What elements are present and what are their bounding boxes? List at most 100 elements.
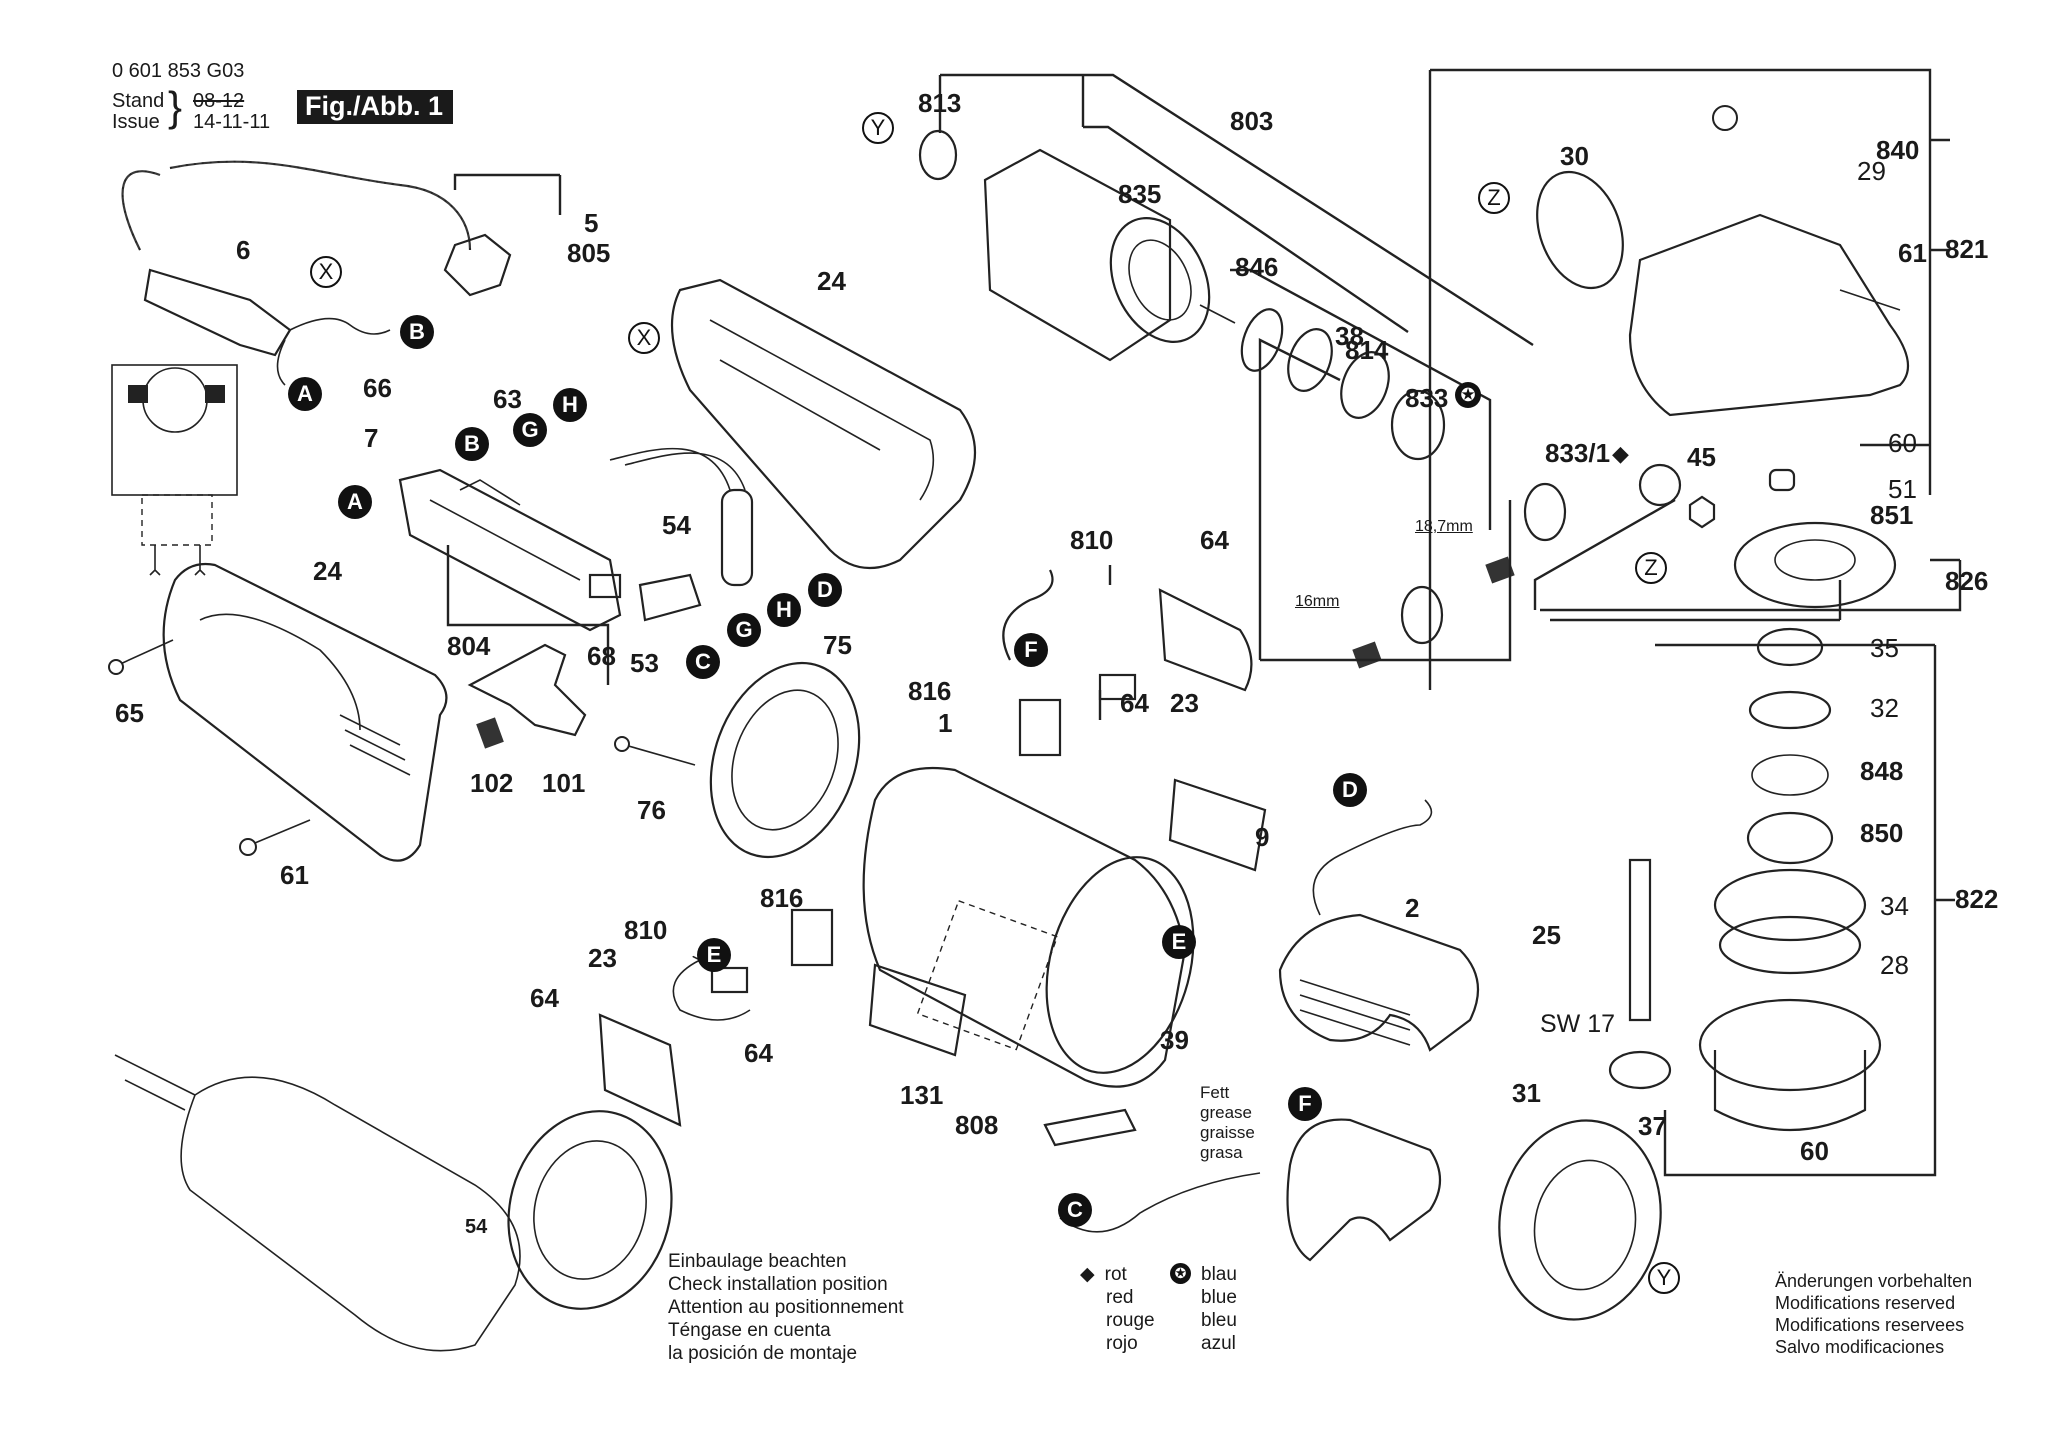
part-label-53: 53 (630, 648, 659, 678)
part-label-1: 1 (938, 708, 953, 738)
stand-value-struck: 08-12 (193, 90, 245, 112)
part-label-810a: 810 (1070, 525, 1114, 555)
part-label-808: 808 (955, 1110, 999, 1140)
red-diamond-icon: ◆ (1612, 441, 1629, 466)
part-label-64b: 64 (1120, 688, 1149, 718)
part-label-29: 29 (1857, 156, 1886, 186)
part-label-810b: 810 (624, 915, 668, 945)
grease-note-es: grasa (1200, 1143, 1243, 1162)
part-label-61b: 61 (1898, 238, 1927, 268)
part-label-816a: 816 (908, 676, 952, 706)
handle-half-left-drawing (162, 562, 448, 862)
connector-marker-b: B (455, 427, 489, 461)
installation-inset-drawing (114, 1054, 521, 1352)
brush-holder-bottom-drawing (790, 908, 834, 967)
part-label-816b: 816 (760, 883, 804, 913)
motor-housing-drawing (862, 766, 1187, 1088)
issue-value: 14-11-11 (193, 111, 271, 133)
part-label-848: 848 (1860, 756, 1904, 786)
stand-label: Stand (112, 90, 165, 112)
legend-blue-es: azul (1201, 1333, 1236, 1354)
dimension-16mm: 16mm (1295, 593, 1340, 610)
reference-marker-y: Y (862, 112, 894, 144)
assembly-brackets (446, 68, 1962, 1177)
installation-note-de: Einbaulage beachten (668, 1251, 847, 1272)
part-label-28: 28 (1880, 950, 1909, 980)
grease-note: Fett grease graisse grasa (1200, 1083, 1255, 1163)
part-label-61a: 61 (280, 860, 309, 890)
connector-marker-e: E (697, 938, 731, 972)
field-coil-lower-drawing (1286, 1118, 1441, 1262)
label-plate-9-drawing (1168, 778, 1267, 872)
part-label-821: 821 (1945, 234, 1989, 264)
part-label-64c: 64 (530, 983, 559, 1013)
grease-note-de: Fett (1200, 1083, 1230, 1102)
crown-gear-drawing (1733, 521, 1897, 609)
spanner-size-label: SW 17 (1540, 1010, 1616, 1038)
bearing-flange-drawing (1698, 998, 1882, 1092)
connector-marker-e: E (1162, 925, 1196, 959)
modifications-note: Änderungen vorbehalten Modifications res… (1775, 1270, 1972, 1358)
modifications-note-fr: Modifications reservees (1775, 1315, 1965, 1335)
bearing-38-drawing (1340, 351, 1390, 419)
part-label-826: 826 (1945, 566, 1989, 596)
part-label-131: 131 (900, 1080, 944, 1110)
spindle-drawing (1628, 858, 1652, 1022)
installation-note-es2: la posición de montaje (668, 1343, 858, 1364)
part-label-60a: 60 (1888, 428, 1917, 458)
part-label-24a: 24 (817, 266, 846, 296)
part-label-39: 39 (1160, 1025, 1189, 1055)
part-label-54b: 54 (465, 1216, 488, 1238)
gear-case-cover-drawing (1498, 1119, 1662, 1321)
part-label-835: 835 (1118, 179, 1162, 209)
connector-marker-f: F (1288, 1087, 1322, 1121)
part-label-2: 2 (1405, 893, 1420, 923)
blue-star-icon: ✪ (1455, 382, 1481, 408)
modifications-note-en: Modifications reserved (1775, 1293, 1956, 1313)
part-label-846: 846 (1235, 252, 1279, 282)
circlip-846-drawing (1240, 308, 1284, 372)
screw-61-drawing (249, 819, 311, 846)
label-plate-131-drawing (868, 963, 967, 1057)
part-label-45: 45 (1687, 442, 1716, 472)
part-label-24b: 24 (313, 556, 342, 586)
plug-drawing (443, 233, 512, 297)
grease-note-en: grease (1200, 1103, 1252, 1122)
color-legend-red: ◆rot red rouge rojo (1080, 1263, 1155, 1355)
part-label-840: 840 (1876, 135, 1920, 165)
washer-drawing (1287, 328, 1333, 392)
trigger-drawing (467, 643, 587, 737)
part-label-804: 804 (447, 631, 491, 661)
screw-65-drawing (117, 639, 174, 666)
capacitor-drawing (720, 488, 754, 587)
part-label-7: 7 (364, 423, 379, 453)
part-label-814: 814 (1345, 335, 1389, 365)
part-label-23b: 23 (588, 943, 617, 973)
part-label-5: 5 (584, 208, 599, 238)
reference-marker-z: Z (1478, 182, 1510, 214)
modifications-note-de: Änderungen vorbehalten (1775, 1271, 1973, 1291)
brace-symbol: } (168, 83, 183, 130)
part-label-32: 32 (1870, 693, 1899, 723)
reference-marker-z: Z (1635, 552, 1667, 584)
part-label-30: 30 (1560, 141, 1589, 171)
part-label-6: 6 (236, 235, 251, 265)
connector-marker-g: G (727, 613, 761, 647)
part-label-23a: 23 (1170, 688, 1199, 718)
drawing-number: 0 601 853 G03 (112, 60, 245, 82)
part-label-813: 813 (918, 88, 962, 118)
pinion-drawing (1638, 463, 1682, 507)
connector-marker-b: B (400, 315, 434, 349)
connector-marker-d: D (808, 573, 842, 607)
bearing-813-drawing (918, 129, 958, 181)
part-label-60b: 60 (1800, 1136, 1829, 1166)
connector-marker-a: A (288, 377, 322, 411)
legend-red-fr: rouge (1106, 1310, 1155, 1331)
fan-baffle-drawing (709, 661, 861, 859)
bevel-gear-30-drawing (1536, 170, 1624, 290)
reference-marker-x: X (628, 322, 660, 354)
installation-note-es1: Téngase en cuenta (668, 1320, 831, 1341)
issue-label: Issue (112, 111, 160, 133)
legend-red-es: rojo (1106, 1333, 1138, 1354)
